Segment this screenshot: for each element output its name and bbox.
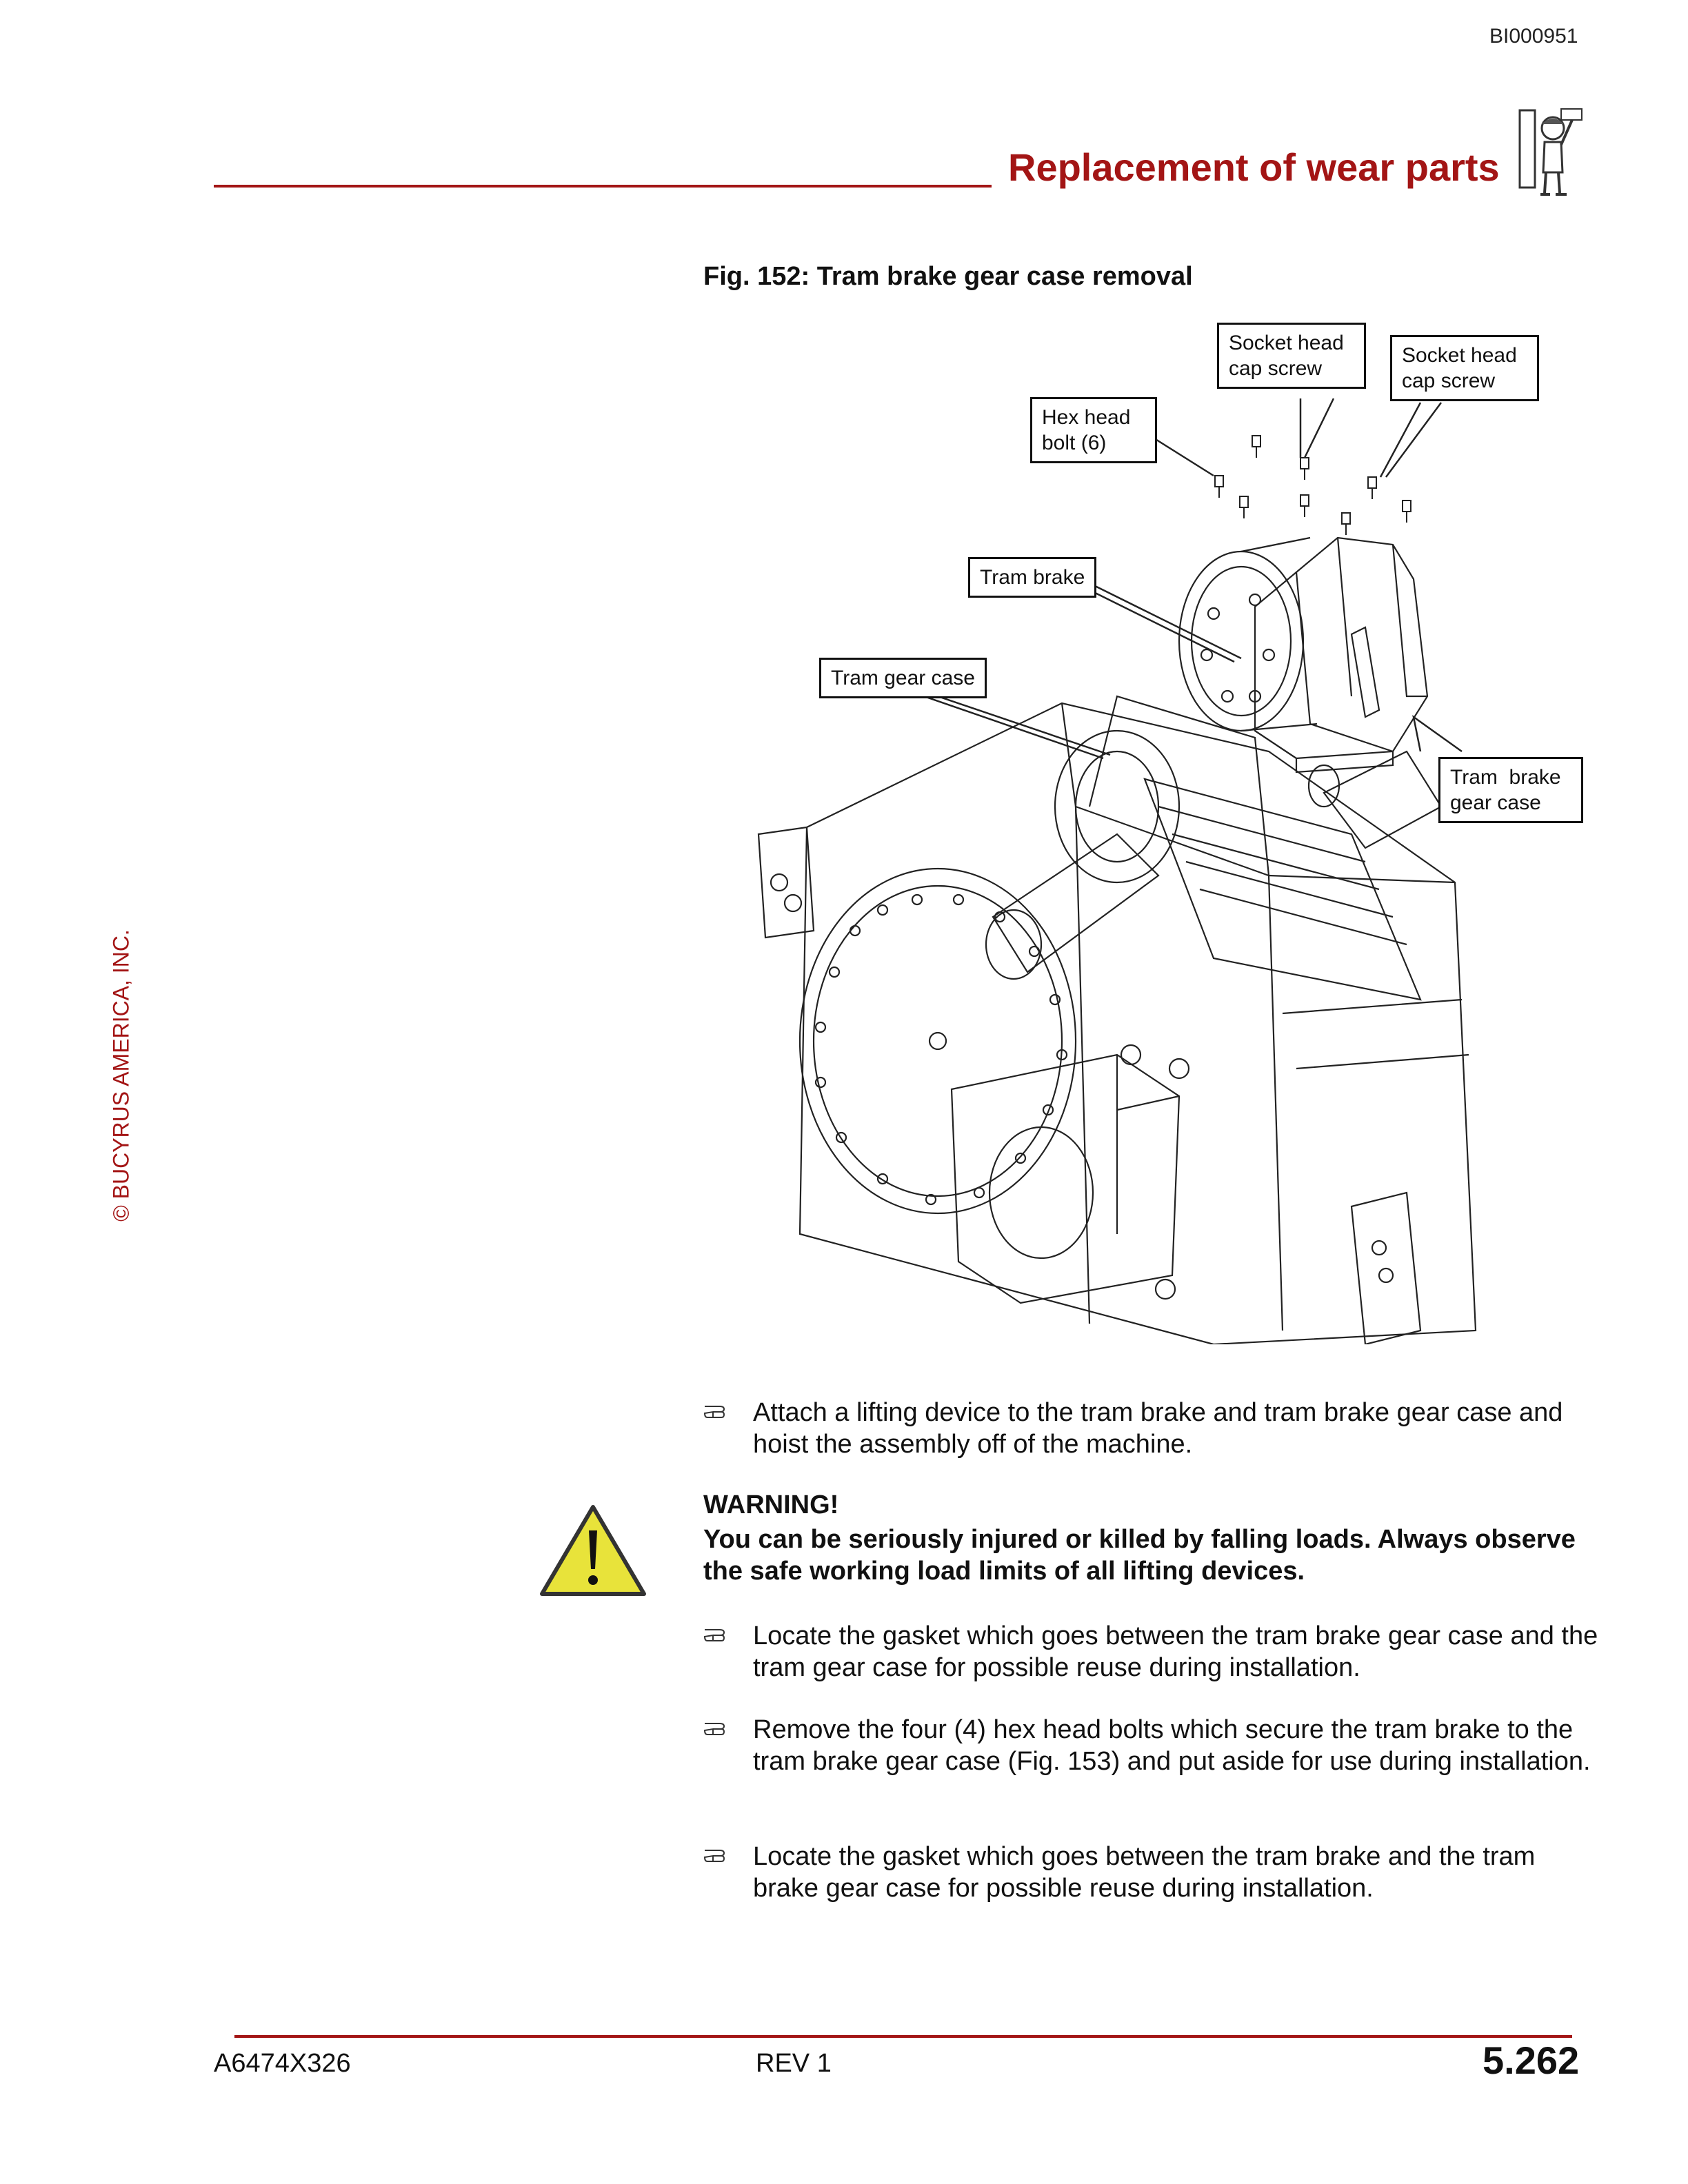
tram-brake-assembly-drawing <box>757 398 1477 1344</box>
callout-tram-brake-gear-case: Tram brake gear case <box>1438 757 1583 823</box>
callout-line: Tram gear case <box>831 667 975 689</box>
callout-line: Tram brake <box>980 566 1085 589</box>
callout-tram-brake: Tram brake <box>968 557 1097 598</box>
pointing-hand-icon <box>703 1723 725 1735</box>
callout-tram-gear-case: Tram gear case <box>819 658 987 698</box>
callout-line: cap screw <box>1402 370 1496 392</box>
figure-caption: Fig. 152: Tram brake gear case removal <box>703 262 1193 291</box>
instruction-step: Attach a lifting device to the tram brak… <box>703 1397 1600 1460</box>
instruction-step: Remove the four (4) hex head bolts which… <box>703 1714 1600 1777</box>
title-rule <box>214 185 992 188</box>
step-text: Locate the gasket which goes between the… <box>753 1621 1598 1682</box>
tram-brake-shape <box>1178 536 1318 732</box>
callout-line: Tram brake <box>1450 766 1561 789</box>
footer-rule <box>234 2035 1572 2038</box>
tram-gear-case-shape <box>757 695 1477 1344</box>
callout-socket-head-cap-screw-1: Socket head cap screw <box>1217 323 1366 389</box>
pointing-hand-icon <box>703 1629 725 1641</box>
warning-triangle-icon <box>540 1505 646 1596</box>
warning-text: You can be seriously injured or killed b… <box>703 1525 1576 1586</box>
instruction-step: Locate the gasket which goes between the… <box>703 1841 1600 1904</box>
document-id: BI000951 <box>1489 25 1578 48</box>
callout-line: bolt (6) <box>1042 432 1107 454</box>
instruction-step: Locate the gasket which goes between the… <box>703 1620 1600 1684</box>
page-number: 5.262 <box>1483 2039 1580 2082</box>
callout-line: Hex head <box>1042 406 1131 429</box>
document-number: A6474X326 <box>214 2049 351 2078</box>
step-text: Locate the gasket which goes between the… <box>753 1842 1536 1903</box>
copyright-side-text: © BUCYRUS AMERICA, INC. <box>108 929 134 1222</box>
step-text: Attach a lifting device to the tram brak… <box>753 1398 1563 1459</box>
callout-line: gear case <box>1450 791 1541 814</box>
callout-line: Socket head <box>1229 332 1344 354</box>
callout-line: cap screw <box>1229 357 1323 380</box>
callout-line: Socket head <box>1402 344 1517 367</box>
page-title: Replacement of wear parts <box>1008 145 1500 189</box>
start-person-icon <box>1518 108 1582 196</box>
pointing-hand-icon <box>703 1850 725 1862</box>
bolt-set <box>1214 435 1411 535</box>
callout-socket-head-cap-screw-2: Socket head cap screw <box>1390 335 1539 401</box>
pointing-hand-icon <box>703 1406 725 1418</box>
revision-label: REV 1 <box>756 2049 832 2078</box>
step-text: Remove the four (4) hex head bolts which… <box>753 1715 1591 1776</box>
warning-heading: WARNING! <box>703 1490 839 1519</box>
callout-hex-head-bolt: Hex head bolt (6) <box>1030 397 1157 463</box>
